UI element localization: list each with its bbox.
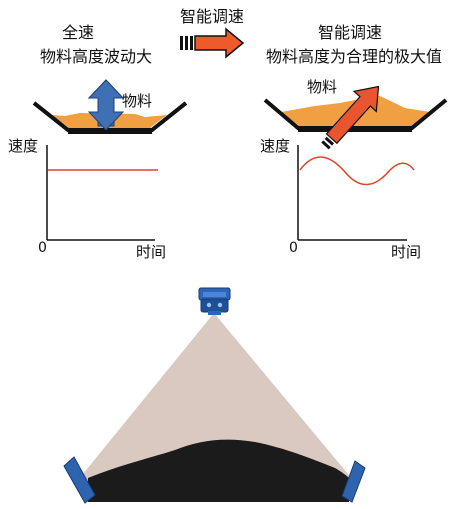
left-title-line1: 全速 <box>62 23 94 42</box>
scanner-scene <box>63 287 366 504</box>
left-title-line2: 物料高度波动大 <box>40 47 152 66</box>
left-origin-label: 0 <box>38 240 47 256</box>
left-material-label: 物料 <box>122 92 152 110</box>
right-panel: 智能调速 物料高度为合理的极大值 物料 速度 0 时间 <box>260 23 448 261</box>
transition-label: 智能调速 <box>180 7 244 26</box>
left-panel: 全速 物料高度波动大 物料 速度 0 时间 <box>8 23 188 261</box>
up-down-arrow-icon <box>87 79 125 131</box>
right-y-axis-label: 速度 <box>260 137 290 155</box>
right-speed-curve <box>299 156 415 186</box>
right-material-label: 物料 <box>307 78 337 96</box>
right-origin-label: 0 <box>289 240 298 256</box>
left-x-axis-label: 时间 <box>136 243 166 261</box>
scan-cone <box>78 313 353 480</box>
3d-scanner-icon <box>198 287 231 315</box>
right-title-line1: 智能调速 <box>318 23 382 42</box>
left-wall-block <box>63 456 96 504</box>
transition-group: 智能调速 <box>180 7 245 59</box>
right-title-line2: 物料高度为合理的极大值 <box>266 47 442 66</box>
left-y-axis-label: 速度 <box>8 137 38 155</box>
right-wall-block <box>341 460 366 503</box>
diagonal-up-arrow-icon <box>321 85 380 150</box>
right-arrow-icon <box>180 27 245 59</box>
right-x-axis-label: 时间 <box>391 243 421 261</box>
